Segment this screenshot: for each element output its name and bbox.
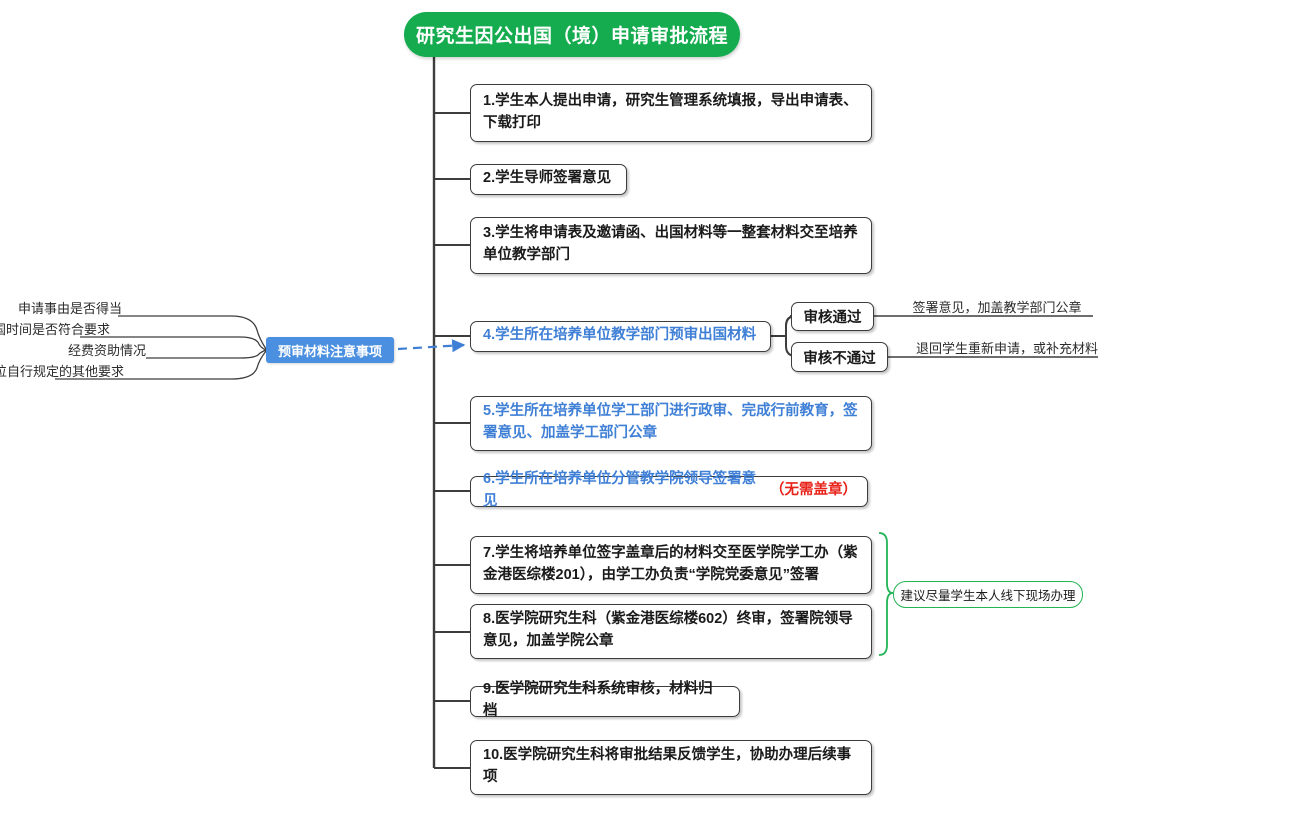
prereview-item-1: 申请事由是否得当 [18, 301, 123, 316]
step-node-3[interactable]: 3.学生将申请表及邀请函、出国材料等一整套材料交至培养单位教学部门 [470, 217, 872, 274]
step-node-6-text: 6.学生所在培养单位分管教学院领导签署意见 [483, 471, 757, 509]
step-node-10[interactable]: 10.医学院研究生科将审批结果反馈学生，协助办理后续事项 [470, 740, 872, 795]
step-node-4[interactable]: 4.学生所在培养单位教学部门预审出国材料 [470, 321, 771, 352]
step-node-6[interactable]: 6.学生所在培养单位分管教学院领导签署意见 （无需盖章） [470, 471, 868, 509]
step-node-7[interactable]: 7.学生将培养单位签字盖章后的材料交至医学院学工办（紫金港医综楼201），由学工… [470, 536, 872, 594]
step-node-5[interactable]: 5.学生所在培养单位学工部门进行政审、完成行前教育，签署意见、加盖学工部门公章 [470, 396, 872, 451]
decision-rejected-outcome: 退回学生重新申请，或补充材料 [915, 341, 1098, 356]
step-node-1[interactable]: 1.学生本人提出申请，研究生管理系统填报，导出申请表、下载打印 [470, 84, 872, 142]
prereview-label: 预审材料注意事项 [266, 337, 394, 363]
prereview-item-4: 培养单位自行规定的其他要求 [0, 364, 125, 379]
diagram-title: 研究生因公出国（境）申请审批流程 [404, 12, 740, 57]
step-node-6-no-seal-note: （无需盖章） [770, 482, 857, 499]
prereview-item-3: 经费资助情况 [67, 343, 146, 358]
step-node-9[interactable]: 9.医学院研究生科系统审核，材料归档 [470, 681, 740, 719]
decision-approved-outcome: 签署意见，加盖教学部门公章 [912, 300, 1082, 315]
offline-processing-annotation: 建议尽量学生本人线下现场办理 [893, 581, 1083, 608]
prereview-item-2: 出国时间是否符合要求 [0, 322, 111, 337]
decision-rejected[interactable]: 审核不通过 [791, 342, 888, 372]
decision-approved[interactable]: 审核通过 [791, 302, 874, 331]
step-node-8[interactable]: 8.医学院研究生科（紫金港医综楼602）终审，签署院领导意见，加盖学院公章 [470, 604, 872, 659]
step-node-2[interactable]: 2.学生导师签署意见 [470, 164, 627, 195]
